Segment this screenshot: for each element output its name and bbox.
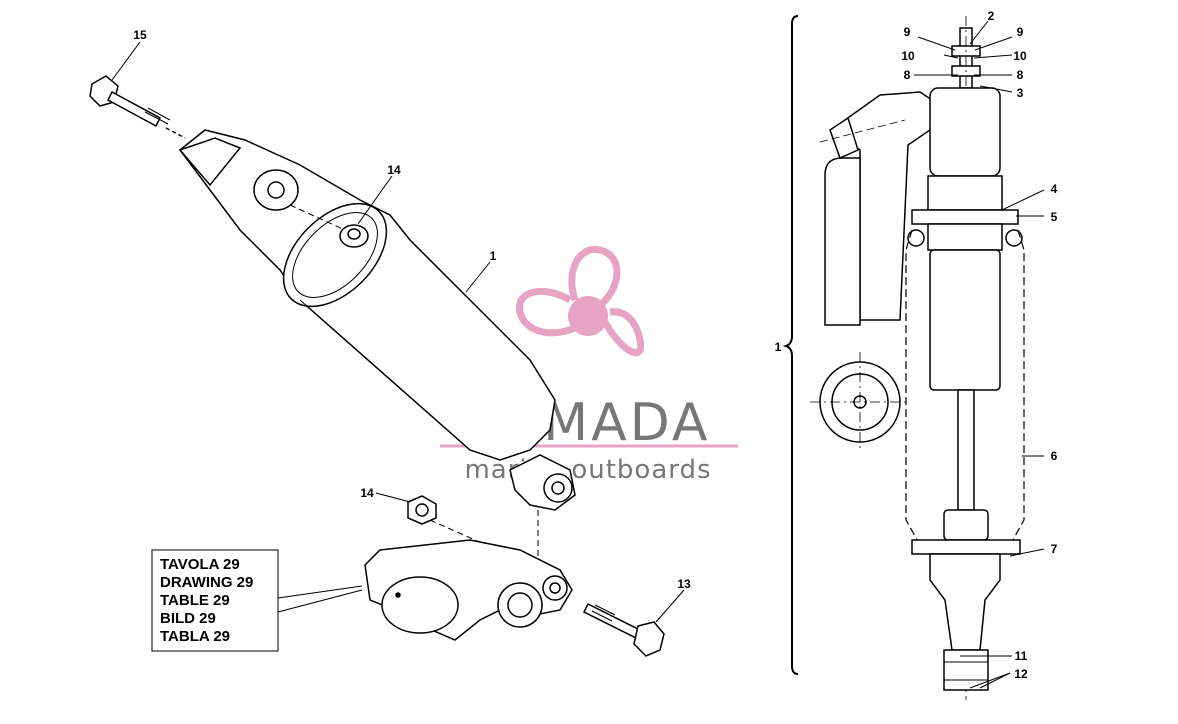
linkage-rocker xyxy=(364,539,573,641)
callout-9-right: 9 xyxy=(1017,25,1024,39)
exploded-callouts xyxy=(111,41,685,623)
callout-10-left: 10 xyxy=(901,49,915,63)
callout-3: 3 xyxy=(1017,86,1024,100)
callout-15: 15 xyxy=(133,28,147,42)
callout-6: 6 xyxy=(1051,449,1058,463)
callout-13: 13 xyxy=(677,577,691,591)
section-view xyxy=(782,15,1025,700)
caption-line-5: TABLA 29 xyxy=(160,628,230,645)
caption-line-1: TAVOLA 29 xyxy=(160,556,240,573)
callout-12: 12 xyxy=(1014,667,1028,681)
exploded-view xyxy=(89,75,665,657)
bolt-bottom xyxy=(582,602,665,657)
callout-7: 7 xyxy=(1051,542,1058,556)
callout-11: 11 xyxy=(1015,649,1028,663)
callout-14-bottom: 14 xyxy=(360,486,374,500)
callout-1-body: 1 xyxy=(490,249,497,263)
section-callout-leaders xyxy=(914,20,1045,689)
propeller-logo-icon xyxy=(516,245,645,357)
callout-9-left: 9 xyxy=(904,25,911,39)
caption-line-3: TABLE 29 xyxy=(160,592,230,609)
caption-line-2: DRAWING 29 xyxy=(160,574,253,591)
drawing-caption: TAVOLA 29 DRAWING 29 TABLE 29 BILD 29 TA… xyxy=(151,549,279,652)
callout-2: 2 xyxy=(988,9,995,23)
caption-line-4: BILD 29 xyxy=(160,610,216,627)
callout-4: 4 xyxy=(1051,182,1058,196)
nut-top xyxy=(339,224,369,248)
shock-absorber-body xyxy=(178,129,576,511)
callout-8-right: 8 xyxy=(1017,68,1024,82)
callout-10-right: 10 xyxy=(1013,49,1027,63)
callout-5: 5 xyxy=(1051,210,1058,224)
callout-14-top: 14 xyxy=(387,163,401,177)
assembly-bracket xyxy=(782,15,799,675)
callout-1-assembly: 1 xyxy=(775,340,782,354)
bolt-top xyxy=(89,75,186,139)
brand-tagline: marine outboards xyxy=(464,455,711,485)
callout-8-left: 8 xyxy=(904,68,911,82)
